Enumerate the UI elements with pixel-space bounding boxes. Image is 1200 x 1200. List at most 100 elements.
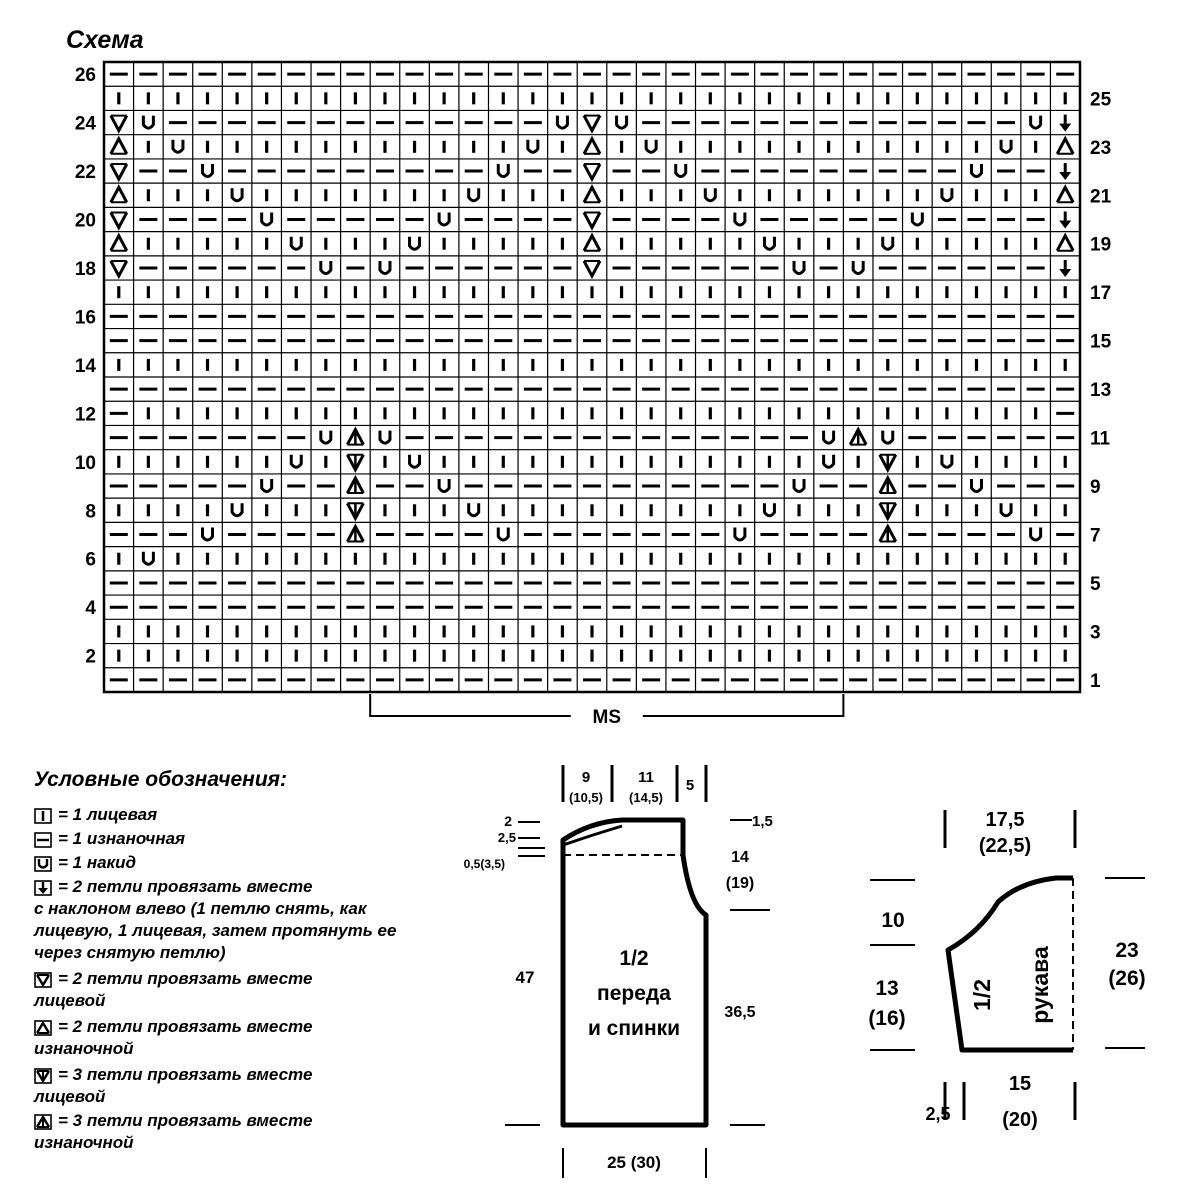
row-label-right: 19	[1090, 235, 1111, 256]
left-mark-1: 2	[504, 813, 512, 829]
row-label-right: 21	[1090, 186, 1112, 207]
side-height: 36,5	[724, 1004, 755, 1021]
k3tog-stitch	[346, 502, 365, 522]
sleeve-top-width: 17,5	[986, 809, 1025, 831]
yarn-over	[674, 164, 688, 179]
row-label-left: 6	[85, 550, 96, 571]
armhole-height: 14	[731, 849, 749, 866]
yarn-over	[467, 503, 481, 518]
yarn-over	[201, 164, 215, 179]
a2-symbol-icon	[34, 1019, 52, 1036]
top-width-1: 9	[582, 769, 590, 786]
yarn-over	[969, 164, 983, 179]
yarn-over	[141, 551, 155, 566]
p2tog-stitch	[582, 135, 602, 155]
right-top-mark: 1,5	[752, 813, 773, 830]
yarn-over	[703, 188, 717, 203]
row-label-left: 4	[85, 598, 96, 619]
yarn-over	[408, 236, 422, 251]
legend-item: = 1 изнаночная	[34, 828, 434, 850]
a3-symbol-icon	[34, 1113, 52, 1130]
yarn-over	[496, 527, 510, 542]
yarn-over	[940, 454, 954, 469]
p2tog-stitch	[109, 184, 129, 204]
k2tog-stitch	[109, 114, 129, 134]
p2tog-stitch	[1055, 184, 1075, 204]
sleeve-bottom-width: 15	[1009, 1073, 1031, 1095]
yarn-over	[437, 212, 451, 227]
yarn-over	[378, 260, 392, 275]
p3tog-stitch	[346, 474, 365, 495]
arrow-symbol-icon	[34, 879, 52, 896]
yarn-over	[762, 503, 776, 518]
row-label-right: 17	[1090, 283, 1111, 304]
yarn-over	[733, 527, 747, 542]
knit-symbol-icon	[34, 807, 52, 824]
yarn-over	[260, 212, 274, 227]
row-label-right: 25	[1090, 89, 1112, 110]
yarn-over	[496, 164, 510, 179]
sleeve-cap-height: 10	[881, 909, 904, 932]
legend-text-cont: изнаночной	[34, 1133, 134, 1152]
legend-item: = 1 лицевая	[34, 804, 434, 826]
yarn-over	[762, 236, 776, 251]
left-mark-2: 2,5	[498, 830, 516, 845]
p2tog-stitch	[582, 232, 602, 252]
yarn-over	[289, 454, 303, 469]
yarn-over	[437, 479, 451, 494]
p2tog-stitch	[109, 232, 129, 252]
legend-text: = 2 петли провязать вместе	[58, 969, 313, 988]
chart-title: Схема	[66, 26, 144, 54]
chart-grid	[102, 60, 1082, 694]
k3tog-stitch	[878, 453, 898, 473]
row-label-right: 7	[1090, 526, 1101, 547]
row-label-right: 11	[1090, 429, 1111, 450]
yarn-over	[940, 188, 954, 203]
k2tog-stitch	[109, 211, 129, 231]
k2tog-stitch	[582, 211, 602, 231]
sleeve-outline	[945, 875, 1073, 1053]
knitting-chart: 2468101214161820222426135791113151719212…	[75, 60, 1112, 728]
yarn-over	[230, 503, 244, 518]
body-label-1: 1/2	[619, 947, 648, 970]
ssk-stitch	[1059, 114, 1072, 132]
top-width-1-alt: (10,5)	[569, 790, 603, 805]
k2tog-stitch	[582, 163, 602, 183]
row-label-left: 26	[75, 65, 96, 86]
yarn-over	[644, 139, 658, 154]
k2tog-stitch	[582, 114, 602, 134]
legend-item: = 3 петли провязать вместе изнаночной	[34, 1110, 434, 1154]
ssk-stitch	[1059, 259, 1072, 277]
row-label-left: 16	[75, 307, 96, 328]
legend-text: = 3 петли провязать вместе	[58, 1065, 313, 1084]
row-label-right: 5	[1090, 574, 1101, 595]
v3-symbol-icon	[34, 1067, 52, 1084]
yarn-over	[733, 212, 747, 227]
yarn-over	[999, 503, 1013, 518]
yarn-over	[792, 260, 806, 275]
ssk-stitch	[1059, 163, 1072, 181]
row-label-left: 24	[75, 114, 97, 135]
ssk-stitch	[1059, 211, 1072, 229]
legend-text: = 2 петли провязать вместе	[58, 877, 313, 896]
sleeve-offset: 2,5	[925, 1104, 950, 1124]
sleeve-label-1: 1/2	[969, 979, 995, 1011]
row-label-left: 18	[75, 259, 96, 280]
legend-text: = 3 петли провязать вместе	[58, 1111, 313, 1130]
back-neckline	[562, 824, 623, 847]
k3tog-stitch	[346, 453, 365, 473]
row-labels: 2468101214161820222426135791113151719212…	[75, 65, 1112, 692]
yarn-over	[378, 430, 392, 445]
armhole-height-alt: (19)	[726, 875, 754, 892]
p2tog-stitch	[109, 135, 129, 155]
repeat-label: MS	[593, 707, 622, 728]
legend-text-cont: лицевой	[34, 991, 106, 1010]
yarn-over	[1029, 115, 1043, 130]
sleeve-bottom-width-alt: (20)	[1002, 1109, 1038, 1131]
k3tog-stitch	[878, 502, 898, 522]
legend-item: = 1 накид	[34, 852, 434, 874]
row-label-right: 1	[1090, 671, 1101, 692]
legend-text: = 1 лицевая	[58, 805, 158, 824]
yarn-over	[526, 139, 540, 154]
